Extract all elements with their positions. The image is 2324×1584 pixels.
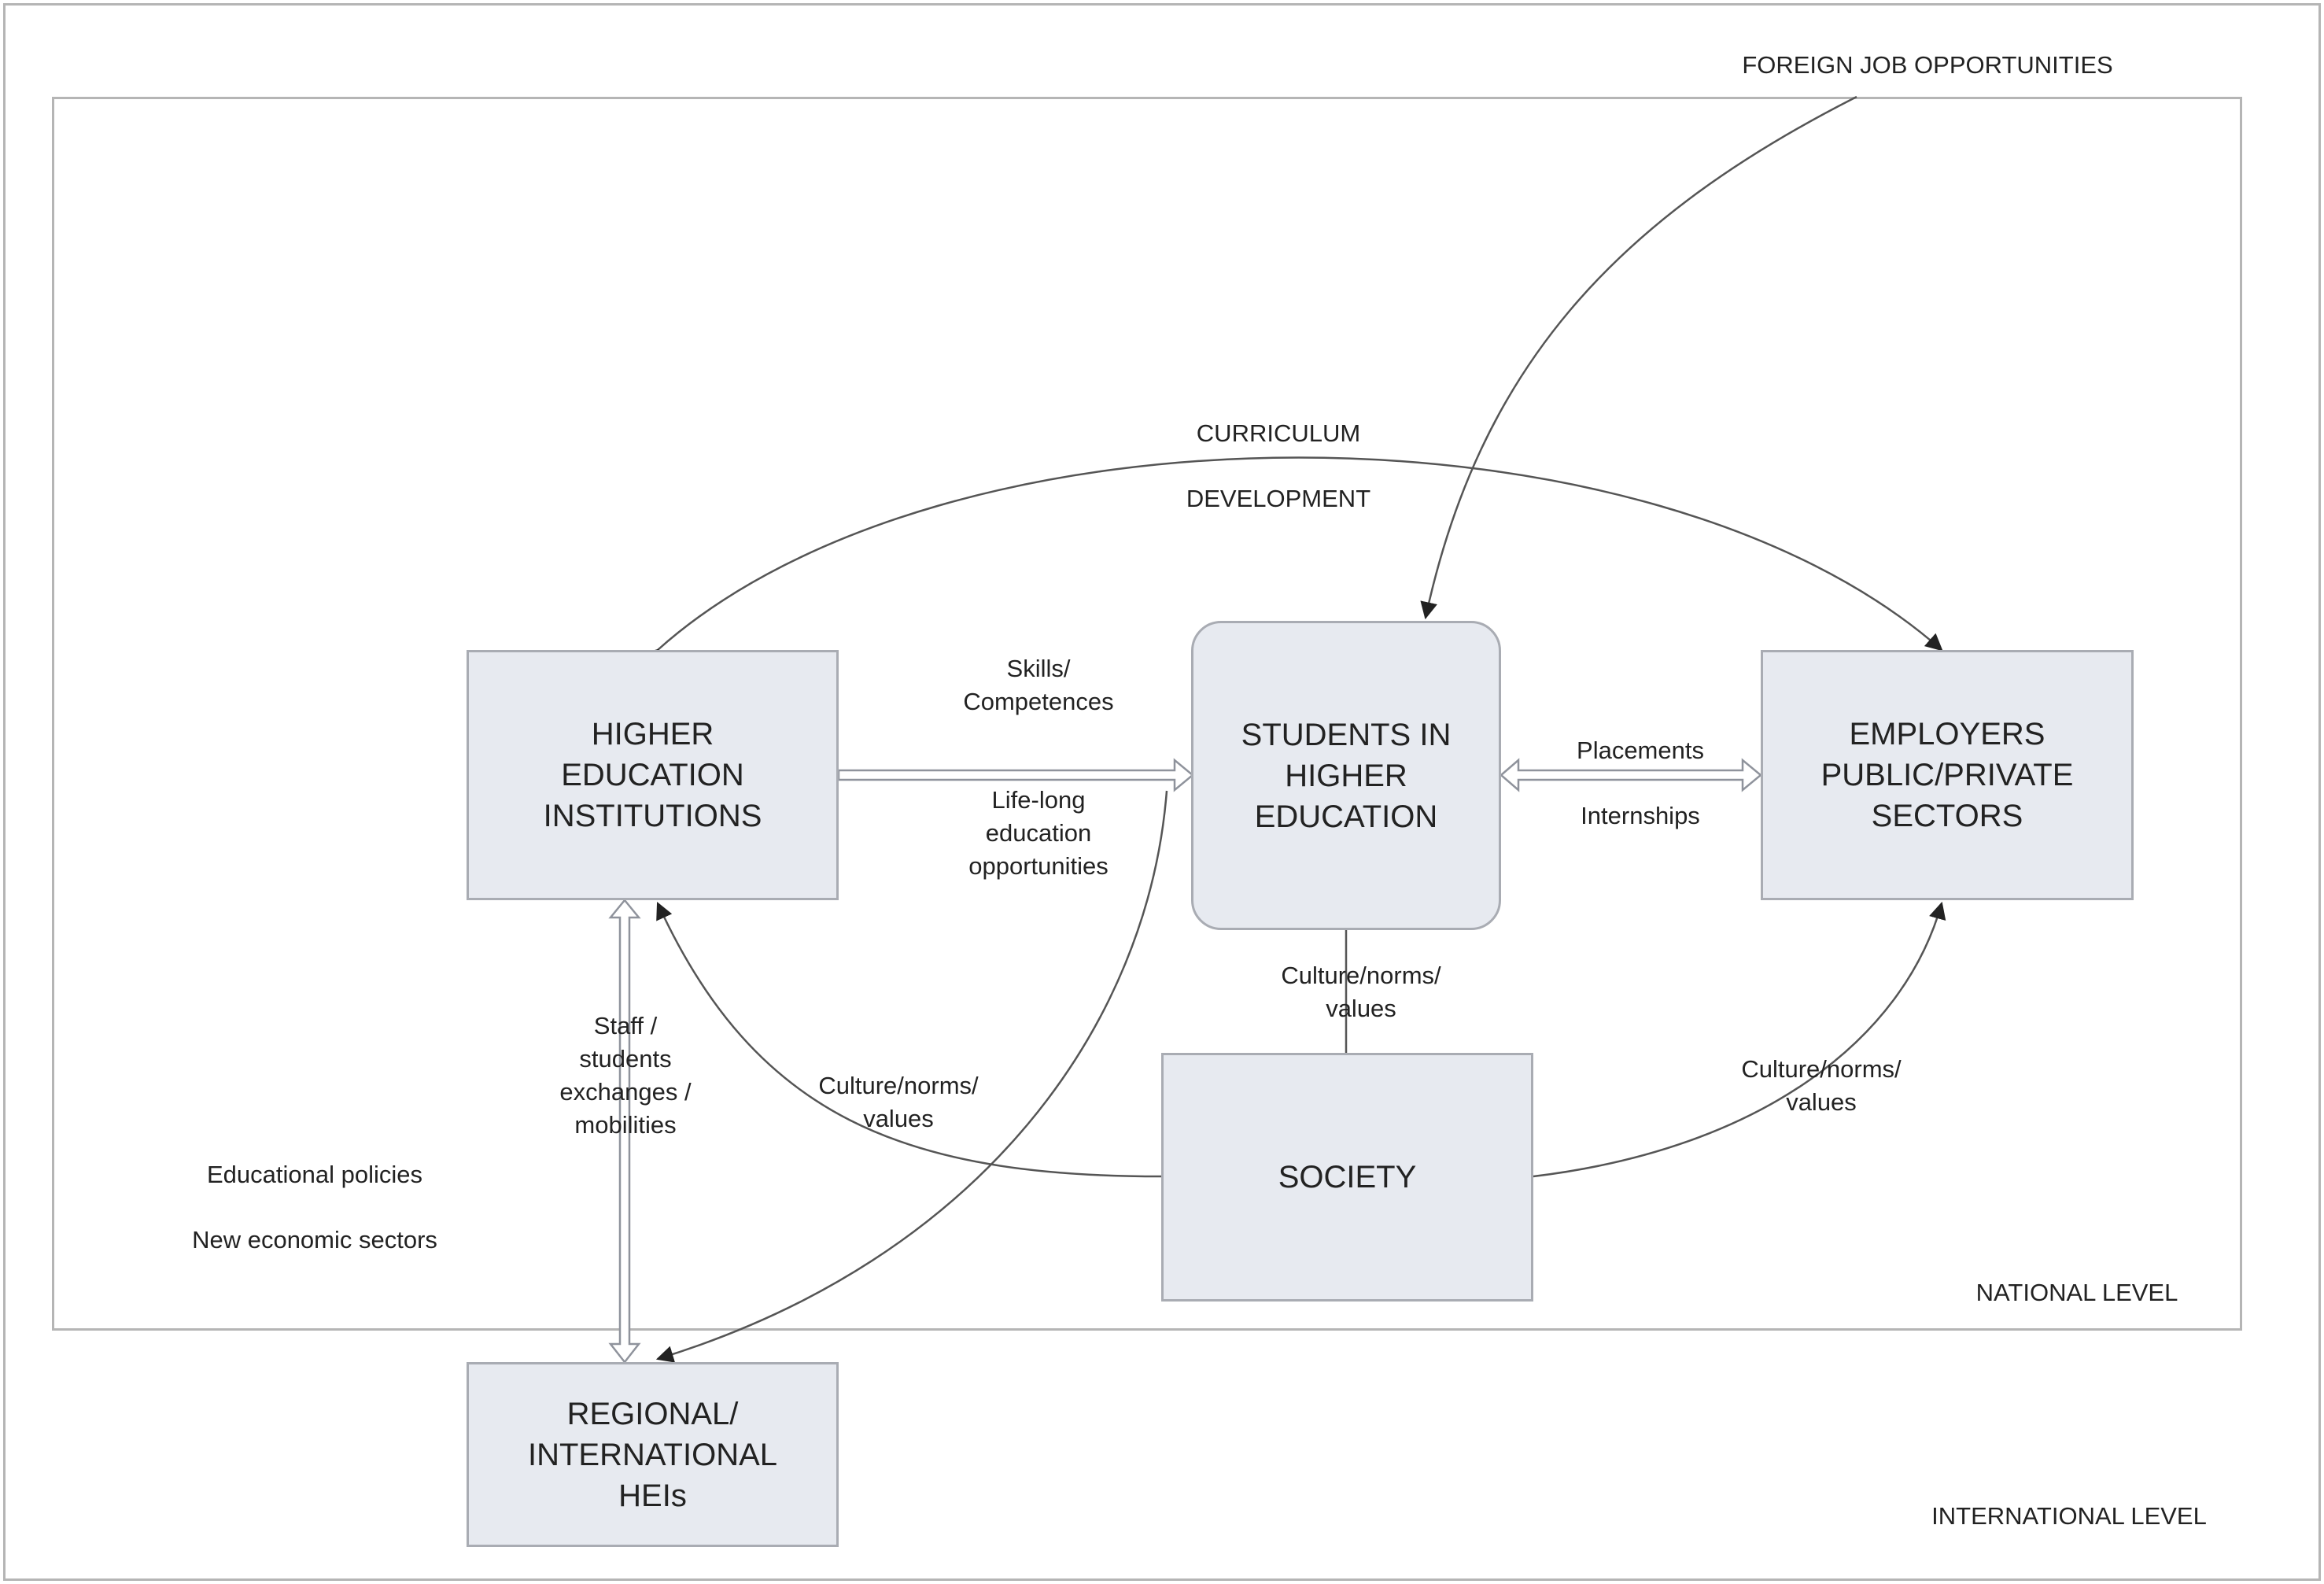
culture-students-label: Culture/norms/ values	[1281, 962, 1441, 1022]
society-employers-curve	[1533, 901, 1946, 1178]
regional-international-heis-box: REGIONAL/ INTERNATIONAL HEIs	[467, 1362, 839, 1547]
culture-employers-label: Culture/norms/ values	[1741, 1055, 1902, 1116]
national-level-label: NATIONAL LEVEL	[1975, 1279, 2178, 1306]
curriculum-label: CURRICULUM	[1196, 419, 1361, 447]
educational-policies-label: Educational policies	[206, 1161, 422, 1188]
students-in-higher-education-box: STUDENTS IN HIGHER EDUCATION	[1191, 621, 1501, 930]
new-economic-sectors-label: New economic sectors	[192, 1226, 437, 1254]
skills-competences-label: Skills/ Competences	[963, 655, 1114, 715]
placements-label: Placements	[1577, 737, 1704, 764]
society-hei-curve	[656, 901, 1162, 1178]
society-box: SOCIETY	[1161, 1053, 1533, 1302]
lifelong-curve	[655, 790, 1168, 1363]
development-label: DEVELOPMENT	[1186, 485, 1371, 512]
lifelong-education-label: Life-long education opportunities	[968, 786, 1109, 880]
foreign-jobs-arrow	[1420, 95, 1857, 620]
international-level-label: INTERNATIONAL LEVEL	[1931, 1502, 2207, 1530]
staff-exchanges-label: Staff / students exchanges / mobilities	[559, 1012, 692, 1139]
employers-box: EMPLOYERS PUBLIC/PRIVATE SECTORS	[1761, 650, 2134, 900]
hei-to-students-arrow	[837, 758, 1194, 792]
higher-education-institutions-box: HIGHER EDUCATION INSTITUTIONS	[467, 650, 839, 900]
culture-hei-label: Culture/norms/ values	[818, 1072, 979, 1132]
national-level-frame	[52, 97, 2242, 1331]
curriculum-arc	[640, 456, 1943, 667]
internships-label: Internships	[1581, 802, 1700, 829]
foreign-job-opportunities-label: FOREIGN JOB OPPORTUNITIES	[1742, 51, 2113, 79]
international-level-frame	[3, 3, 2321, 1581]
